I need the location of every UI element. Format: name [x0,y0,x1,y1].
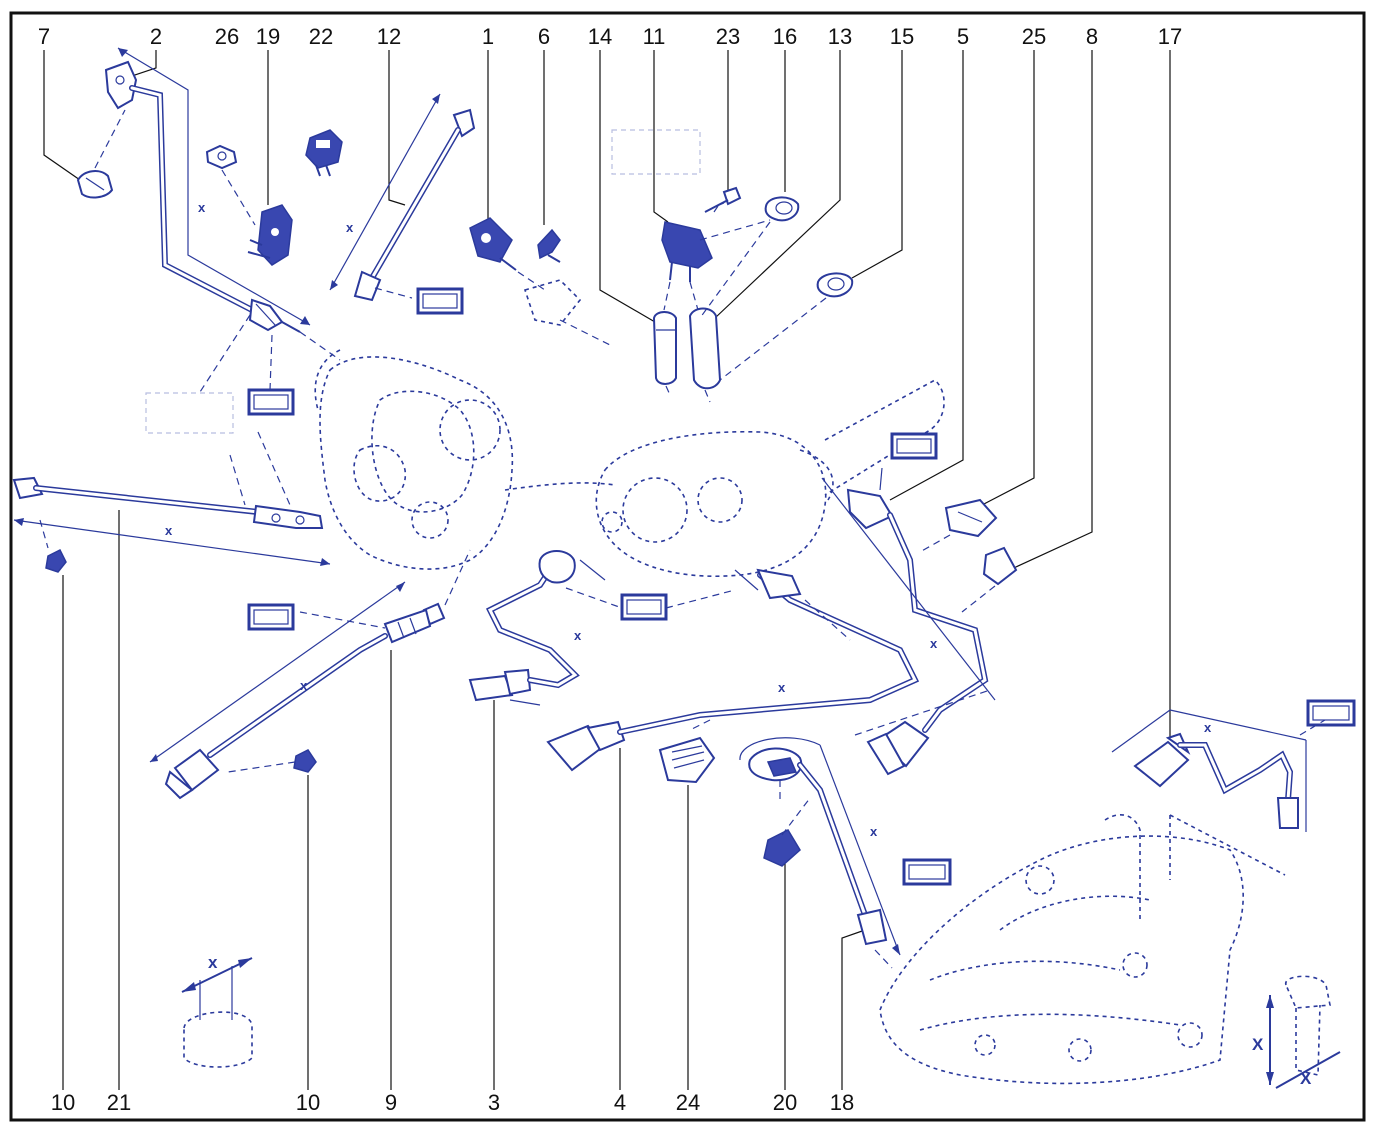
callout-17: 17 [1158,24,1182,49]
part-16-clamp [699,196,800,319]
note-box-sensor-5 [890,432,938,460]
dimension-x-part-5: x [930,636,938,651]
part-2-cable-sensor: x [104,47,311,393]
part-14-hose [652,311,677,396]
callouts-bottom: 10 21 10 9 3 4 24 20 18 [51,1090,854,1115]
exhaust-ghost-bottom [879,814,1286,1085]
callout-10-right: 10 [296,1090,320,1115]
part-25-clip [919,498,998,553]
callout-18: 18 [830,1090,854,1115]
part-19-bracket [247,204,293,266]
detail-nut-x: x [208,953,218,972]
callout-20: 20 [773,1090,797,1115]
part-21-sensor: x [12,476,331,566]
detail-nut-dimension: x [181,953,253,1068]
dimension-x-part-12: x [346,220,354,235]
note-box-sensor-17 [1306,699,1356,727]
part-20-sensor: x [739,737,901,969]
part-12-sensor: x [329,93,476,302]
callout-7: 7 [38,24,50,49]
part-3-sensor: x [468,550,736,706]
callout-22: 22 [309,24,333,49]
part-26-nut [205,144,256,226]
dimension-x-part-3: x [574,628,582,643]
dimension-x-part-4: x [778,680,786,695]
part-7-cap [76,109,126,199]
part-22-connector [305,129,343,177]
callout-26: 26 [215,24,239,49]
engine-ghost-center [595,379,945,578]
callout-21: 21 [107,1090,131,1115]
detail-bolt-dimension: X X [1252,975,1341,1089]
part-13-hose [688,307,722,403]
part-9-sensor: x [149,581,446,800]
part-5-sensor: x [821,467,996,776]
dashed-connectors [229,331,471,606]
detail-bolt-x-vertical: X [1252,1035,1264,1054]
dimension-x-part-9: x [300,678,308,693]
dimension-x-part-2: x [198,200,206,215]
part-15-clamp [719,272,854,381]
callout-14: 14 [588,24,612,49]
callout-15: 15 [890,24,914,49]
callout-23: 23 [716,24,740,49]
dimension-x-part-17: x [1204,720,1212,735]
part-11-pressure-sensor [661,219,771,311]
note-box-sensor-18 [902,858,952,886]
note-box-sensor-9 [247,603,295,631]
callout-5: 5 [957,24,969,49]
diagram-border [9,11,1366,1122]
dimension-x-part-21: x [165,523,173,538]
detail-bolt-x-horizontal: X [1300,1069,1312,1088]
callout-2: 2 [150,24,162,49]
callout-1: 1 [482,24,494,49]
part-17-sensor: x [1111,709,1326,832]
part-8-bracket [961,546,1018,613]
callout-10-left: 10 [51,1090,75,1115]
ghost-label-box-2 [145,392,234,434]
part-4-sensor: x [546,568,920,772]
leader-lines [43,50,1171,1090]
callout-25: 25 [1022,24,1046,49]
ghost-label-box-1 [611,129,701,175]
part-24-plug [658,736,716,784]
callouts-top: 7 2 26 19 22 12 1 6 14 11 23 16 13 15 5 … [38,24,1182,49]
part-10-clip-right [227,749,317,773]
callout-4: 4 [614,1090,626,1115]
callout-9: 9 [385,1090,397,1115]
note-boxes [247,287,1356,886]
callout-16: 16 [773,24,797,49]
part-6-clip [537,228,561,263]
engine-ghost-left [314,349,616,570]
callout-8: 8 [1086,24,1098,49]
callout-13: 13 [828,24,852,49]
part-1-switch [469,217,611,346]
callout-3: 3 [488,1090,500,1115]
dimension-x-part-18: x [870,824,878,839]
part-10-clip-left [45,548,67,573]
note-box-sensor-2 [247,388,295,416]
part-23-screw [704,186,742,213]
note-box-center [620,593,668,621]
callout-12: 12 [377,24,401,49]
callout-11: 11 [643,24,666,49]
callout-19: 19 [256,24,280,49]
callout-24: 24 [676,1090,700,1115]
callout-6: 6 [538,24,550,49]
note-box-sensor-12 [416,287,464,315]
